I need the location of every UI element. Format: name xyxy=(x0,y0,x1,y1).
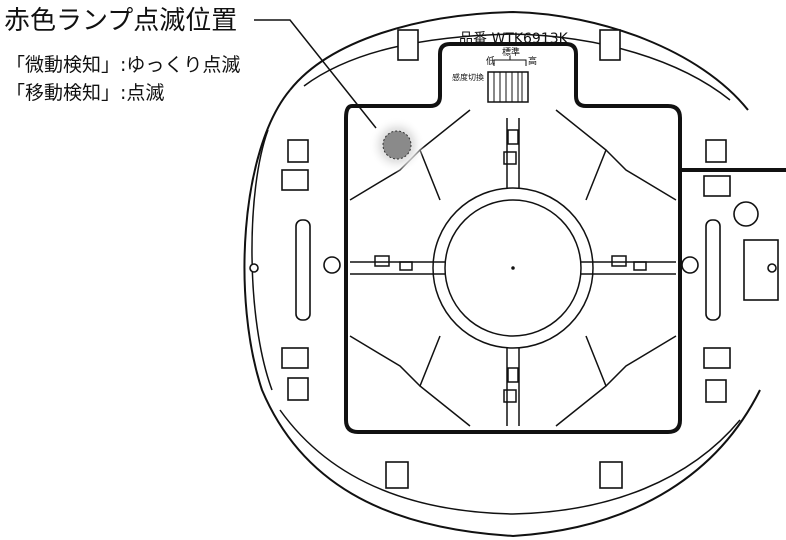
switch-label-sensitivity: 感度切換 xyxy=(452,72,484,82)
inner-structure xyxy=(349,109,677,427)
housing-outline xyxy=(243,10,761,538)
mounting-brackets xyxy=(249,29,779,489)
lamp-position-label: 赤色ランプ点滅位置 xyxy=(4,6,238,36)
sensitivity-switch: 低 標準 高 感度切換 xyxy=(452,46,537,103)
switch-label-standard: 標準 xyxy=(502,46,520,58)
motion-note: 「移動検知」:点滅 xyxy=(6,82,165,104)
leader-line-lamp xyxy=(254,19,377,129)
fine-motion-note: 「微動検知」:ゆっくり点滅 xyxy=(6,54,241,76)
switch-label-high: 高 xyxy=(528,55,537,67)
model-number: 品番 WTK6913K xyxy=(459,31,569,47)
detection-area-outline xyxy=(344,42,682,434)
red-lamp-indicator xyxy=(369,117,425,173)
switch-label-low: 低 xyxy=(486,55,495,67)
